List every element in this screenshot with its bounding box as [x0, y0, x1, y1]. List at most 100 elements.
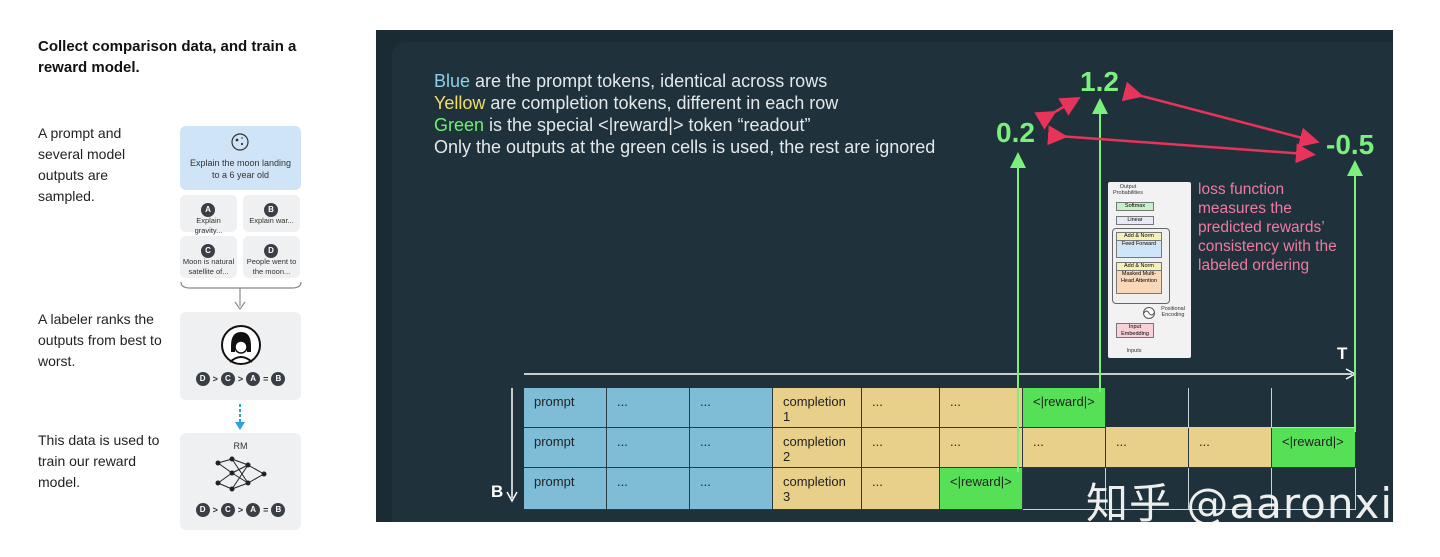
token-cell-r1-c5: ...: [862, 388, 940, 428]
legend-green-key: Green: [434, 115, 485, 135]
token-cell-r2-c2: ...: [607, 428, 690, 468]
token-cell-r1-c2: ...: [607, 388, 690, 428]
rank-item: B: [271, 372, 286, 386]
tf-output-probs: Output Probabilities: [1113, 184, 1143, 196]
token-cell-r2-c4: completion 2: [773, 428, 862, 468]
token-cell-r3-c2: ...: [607, 468, 690, 510]
rank-item: C: [220, 372, 235, 386]
b-axis-head: [506, 491, 518, 503]
token-cell-r3-c6: <|reward|>: [940, 468, 1023, 510]
section-title: Collect comparison data, and train a rew…: [38, 38, 297, 76]
rank-symbol: >: [212, 505, 218, 515]
rank-symbol: >: [212, 374, 218, 384]
legend-blue: Blue are the prompt tokens, identical ac…: [434, 70, 827, 92]
bracket-arrow: [180, 281, 302, 311]
rank-symbol: >: [237, 374, 244, 384]
token-cell-r1-c1: prompt: [524, 388, 607, 428]
loss-function-text: loss function measures the predicted rew…: [1198, 181, 1337, 274]
step-3-text: This data is used to train our reward mo…: [38, 432, 160, 490]
tf-inputs: Inputs: [1126, 348, 1142, 354]
compare-arrow-c: [1047, 125, 1316, 164]
score-row-2: -0.5: [1326, 129, 1375, 160]
token-cell-r2-c8: ...: [1106, 428, 1189, 468]
token-cell-r2-c7: ...: [1023, 428, 1106, 468]
rank-item: C: [220, 503, 235, 517]
badge-c: C: [201, 244, 215, 258]
rank-symbol: =: [263, 505, 269, 515]
output-card-a: A Explain gravity...: [180, 195, 237, 235]
output-card-d: D People went to the moon...: [243, 236, 300, 278]
rm-label: RM: [233, 441, 248, 451]
labeler-card: D > C > A = B: [180, 312, 301, 400]
output-text-c: Moon is natural satellite of...: [182, 257, 235, 276]
ranking-row-1: D > C > A = B: [180, 372, 301, 386]
legend-green: Green is the special <|reward|> token “r…: [434, 114, 811, 136]
output-card-c: C Moon is natural satellite of...: [180, 236, 237, 278]
badge-b: B: [264, 203, 278, 217]
token-cell-r1-c3: ...: [690, 388, 773, 428]
token-cell-r3-c7: [1023, 468, 1106, 510]
legend-yellow-key: Yellow: [434, 93, 486, 113]
tf-masked-attention: Masked Multi-Head Attention: [1116, 270, 1162, 294]
token-cell-r1-c8: [1106, 388, 1189, 428]
token-cell-r1-c9: [1189, 388, 1272, 428]
token-cell-r3-c4: completion 3: [773, 468, 862, 510]
neural-network-icon: [215, 456, 267, 492]
badge-a: A: [201, 203, 215, 217]
down-arrow-icon: [235, 404, 245, 430]
score-row-1: 1.2: [1080, 66, 1119, 97]
token-cell-r3-c5: ...: [862, 468, 940, 510]
token-cell-r1-c7: <|reward|>: [1023, 388, 1106, 428]
axis-t-label: T: [1337, 344, 1348, 363]
token-cell-r3-c8: [1106, 468, 1189, 510]
rank-item: B: [271, 503, 286, 517]
token-grid: prompt......completion 1......<|reward|>…: [524, 388, 1356, 510]
rank-item: D: [195, 503, 210, 517]
tf-positional: Positional Encoding: [1161, 306, 1185, 318]
score-row-3: 0.2: [996, 117, 1035, 148]
compare-arrow-b: [1121, 81, 1320, 148]
token-cell-r1-c4: completion 1: [773, 388, 862, 428]
step-2-text: A labeler ranks the outputs from best to…: [38, 311, 162, 369]
rank-item: A: [246, 503, 261, 517]
token-cell-r2-c1: prompt: [524, 428, 607, 468]
rank-symbol: =: [263, 374, 269, 384]
token-cell-r2-c9: ...: [1189, 428, 1272, 468]
prompt-text: Explain the moon landing to a 6 year old: [189, 158, 292, 180]
token-cell-r2-c6: ...: [940, 428, 1023, 468]
token-cell-r2-c10: <|reward|>: [1272, 428, 1356, 468]
legend-yellow: Yellow are completion tokens, different …: [434, 92, 838, 114]
tf-input-embedding: Input Embedding: [1116, 323, 1154, 338]
tf-linear: Linear: [1116, 216, 1154, 225]
labeler-avatar-icon: [221, 325, 261, 365]
legend-blue-key: Blue: [434, 71, 471, 91]
ranking-row-2: D > C > A = B: [180, 503, 301, 517]
output-card-b: B Explain war...: [243, 195, 300, 232]
moon-icon: [231, 133, 249, 151]
token-cell-r3-c10: [1272, 468, 1356, 510]
token-cell-r2-c3: ...: [690, 428, 773, 468]
positional-encoding-icon: [1143, 307, 1155, 319]
watermark: 知乎 @aaronxic: [1086, 479, 1418, 528]
compare-arrow-a: [1034, 96, 1081, 130]
tf-softmax: Softmax: [1116, 202, 1154, 211]
rank-item: D: [195, 372, 210, 386]
token-cell-r2-c5: ...: [862, 428, 940, 468]
axis-b-label: B: [491, 482, 504, 501]
legend-green-text: is the special <|reward|> token “readout…: [484, 115, 811, 135]
legend-blue-text: are the prompt tokens, identical across …: [470, 71, 828, 91]
rank-symbol: >: [237, 505, 244, 515]
tf-feed-forward: Feed Forward: [1116, 240, 1162, 258]
prompt-card: Explain the moon landing to a 6 year old: [180, 126, 301, 190]
transformer-diagram: Output Probabilities Softmax Linear Add …: [1108, 182, 1191, 358]
token-cell-r3-c1: prompt: [524, 468, 607, 510]
legend-yellow-text: are completion tokens, different in each…: [485, 93, 839, 113]
output-text-a: Explain gravity...: [194, 216, 223, 235]
badge-d: D: [264, 244, 278, 258]
token-cell-r1-c6: ...: [940, 388, 1023, 428]
step-1-text: A prompt and several model outputs are s…: [38, 125, 126, 204]
token-cell-r3-c9: [1189, 468, 1272, 510]
output-text-d: People went to the moon...: [246, 257, 297, 276]
rank-item: A: [246, 372, 261, 386]
